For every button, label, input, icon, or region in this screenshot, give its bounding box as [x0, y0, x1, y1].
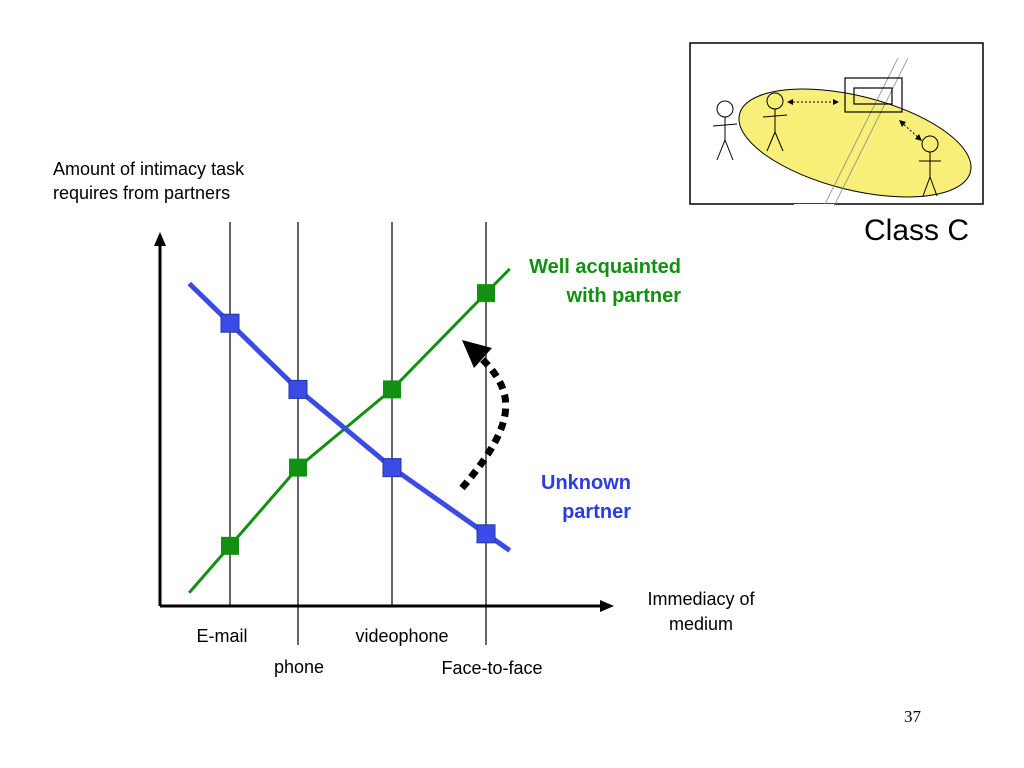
- y-axis-arrow: [154, 232, 166, 246]
- data-point-unknown-partner-face-to-face: [476, 524, 496, 544]
- dotted-curved-arrow: [459, 352, 510, 491]
- data-point-unknown-partner-videophone: [382, 458, 402, 478]
- x-axis-arrow: [600, 600, 614, 612]
- series-label-unknown-partner: Unknown partner: [541, 472, 631, 523]
- data-point-well-acquainted-phone: [289, 458, 307, 477]
- data-point-well-acquainted-face-to-face: [477, 284, 495, 303]
- data-point-unknown-partner-phone: [288, 379, 308, 399]
- class-label: Class C: [864, 214, 970, 247]
- dotted-arrow-head: [462, 340, 492, 368]
- tick-label-phone: phone: [273, 657, 325, 677]
- face-to-face-meeting-illustration: [689, 42, 984, 206]
- data-point-well-acquainted-videophone: [383, 380, 401, 399]
- page-number: 37: [904, 707, 921, 726]
- tick-label-videophone: videophone: [355, 626, 449, 646]
- x-axis-label: Immediacy of medium: [647, 589, 755, 634]
- tick-label-face-to-face: Face-to-face: [441, 658, 543, 678]
- series-label-well-acquainted: Well acquainted with partner: [529, 256, 681, 307]
- y-axis-label: Amount of intimacy task requires from pa…: [53, 159, 245, 203]
- tick-label-email: E-mail: [196, 626, 248, 646]
- data-point-well-acquainted-e-mail: [221, 536, 239, 555]
- data-point-unknown-partner-e-mail: [220, 313, 240, 333]
